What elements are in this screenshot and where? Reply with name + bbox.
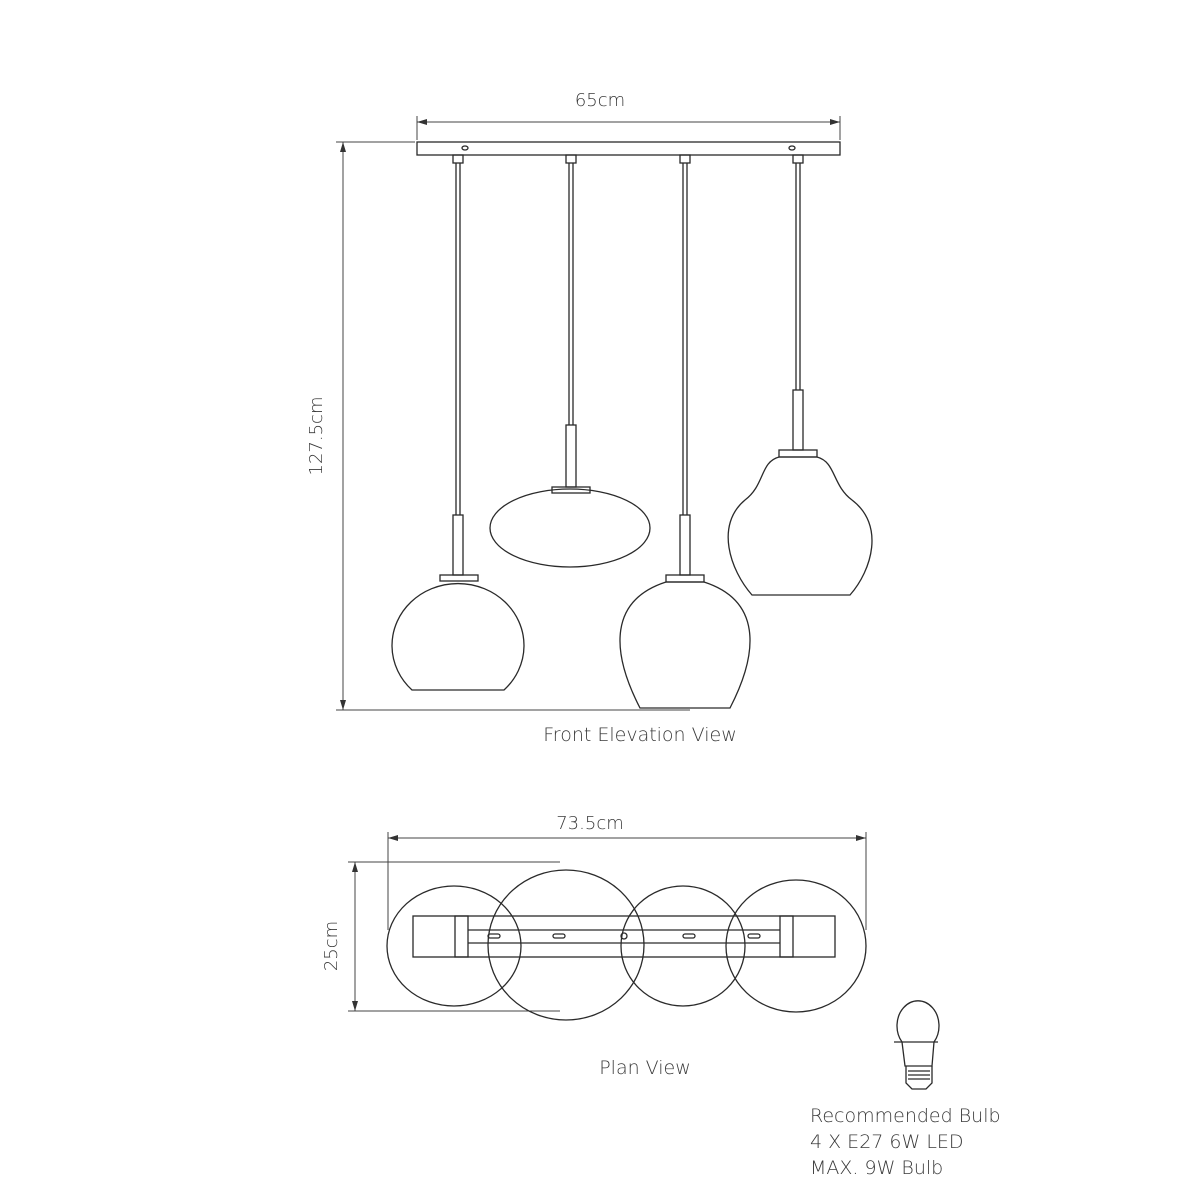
canopy-plan bbox=[412, 915, 836, 958]
bulb-icon bbox=[894, 1000, 940, 1090]
pendant-oval bbox=[489, 163, 651, 568]
pendant-round-globe bbox=[391, 163, 525, 691]
shade-outlines bbox=[386, 869, 867, 1021]
plan-view-title: Plan View bbox=[599, 1057, 691, 1079]
height-dimension-127: 127.5cm bbox=[306, 141, 690, 711]
height-label: 127.5cm bbox=[306, 397, 327, 476]
front-elevation-view: 65cm 127.5cm bbox=[306, 90, 873, 746]
front-view-title: Front Elevation View bbox=[543, 724, 736, 746]
bulb-line-1: Recommended Bulb bbox=[810, 1105, 1001, 1127]
depth-dimension-25: 25cm bbox=[321, 861, 560, 1012]
plan-width-label: 73.5cm bbox=[556, 813, 624, 834]
bulb-line-2: 4 X E27 6W LED bbox=[810, 1131, 964, 1153]
ceiling-canopy bbox=[416, 141, 841, 164]
pendant-teardrop-small bbox=[727, 163, 873, 596]
bulb-line-3: MAX. 9W Bulb bbox=[810, 1157, 943, 1179]
plan-view: 73.5cm 25cm Plan View bbox=[321, 813, 867, 1079]
width-dimension-65: 65cm bbox=[416, 90, 841, 140]
plan-depth-label: 25cm bbox=[321, 921, 342, 971]
bulb-info: Recommended Bulb 4 X E27 6W LED MAX. 9W … bbox=[810, 1105, 1001, 1179]
width-dimension-73: 73.5cm bbox=[387, 813, 867, 930]
pendant-teardrop-large bbox=[619, 163, 751, 709]
width-label: 65cm bbox=[575, 90, 625, 111]
